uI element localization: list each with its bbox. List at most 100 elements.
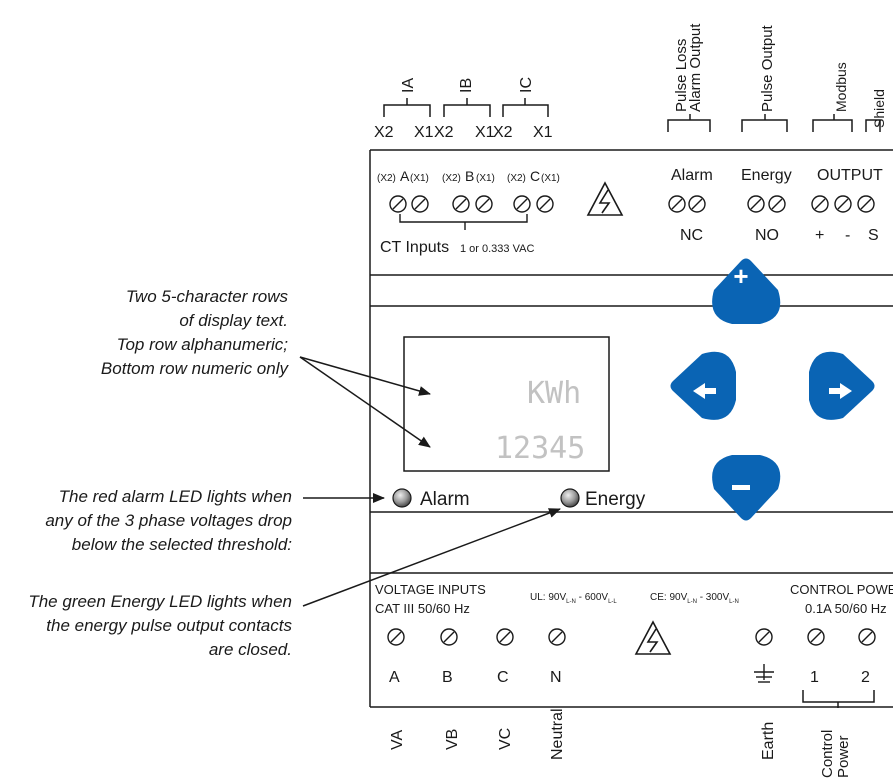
screw-terminal: [475, 195, 493, 213]
alarm-led: [392, 488, 412, 508]
screw-terminal: [857, 195, 875, 213]
ct-range-label: 1 or 0.333 VAC: [460, 243, 534, 255]
voltage-terminal-block: VOLTAGE INPUTS CAT III 50/60 Hz UL: 90VL…: [375, 582, 893, 686]
x-labels: X2 X1 X2 X1 X2 X1: [374, 124, 553, 141]
terminal-screws: [387, 195, 876, 646]
svg-text:(X1): (X1): [476, 173, 495, 184]
svg-text:(X1): (X1): [410, 173, 429, 184]
control-power-rating: 0.1A 50/60 Hz: [805, 601, 887, 616]
label-pulse-loss: Pulse Loss: [673, 39, 690, 112]
svg-text:2: 2: [861, 669, 870, 686]
alarm-led-label: Alarm: [420, 489, 470, 510]
top-terminal-labels: IA IB IC Pulse Loss Alarm Output Pulse O…: [400, 23, 887, 128]
svg-text:VB: VB: [444, 729, 461, 750]
svg-text:+: +: [815, 227, 824, 244]
label-ia: IA: [400, 78, 417, 93]
svg-text:VC: VC: [497, 728, 514, 750]
alarm-led-annotation: The red alarm LED lights when any of the…: [45, 487, 292, 554]
svg-text:NO: NO: [755, 227, 779, 244]
screw-terminal: [807, 628, 825, 646]
label-x1-a: X1: [414, 124, 434, 141]
screw-terminal: [452, 195, 470, 213]
svg-text:B: B: [442, 669, 453, 686]
svg-text:(X2): (X2): [507, 173, 526, 184]
ct-inputs-label: CT Inputs: [380, 239, 449, 256]
cat-label: CAT III 50/60 Hz: [375, 601, 470, 616]
screw-terminal: [411, 195, 429, 213]
screw-terminal: [389, 195, 407, 213]
svg-text:(X2): (X2): [442, 173, 461, 184]
right-arrow-icon: [829, 383, 852, 399]
screw-terminal: [440, 628, 458, 646]
annotation-arrows: [299, 356, 561, 607]
label-ic: IC: [518, 77, 535, 93]
svg-text:B: B: [465, 168, 474, 184]
down-minus-button[interactable]: [712, 455, 781, 521]
screw-terminal: [811, 195, 829, 213]
svg-text:C: C: [497, 669, 509, 686]
control-power-label: CONTROL POWER: [790, 582, 893, 597]
label-x2-c: X2: [493, 124, 513, 141]
plus-icon: +: [733, 261, 748, 291]
left-arrow-icon: [693, 383, 716, 399]
svg-text:1: 1: [810, 669, 819, 686]
svg-text:Neutral: Neutral: [549, 708, 566, 760]
svg-text:A: A: [389, 669, 400, 686]
screw-terminal: [513, 195, 531, 213]
device-outline: [369, 149, 893, 708]
svg-text:S: S: [868, 227, 879, 244]
lcd-top-row: KWh: [527, 376, 581, 411]
svg-text:(X1): (X1): [541, 173, 560, 184]
label-x2-a: X2: [374, 124, 394, 141]
screw-terminal: [747, 195, 765, 213]
screw-terminal: [536, 195, 554, 213]
label-x1-b: X1: [475, 124, 495, 141]
svg-text:Control: Control: [819, 730, 836, 778]
minus-icon: [732, 485, 750, 490]
relay-output-block: Alarm NC Energy NO OUTPUT + - S: [671, 167, 883, 244]
label-modbus: Modbus: [833, 62, 849, 112]
screw-terminal: [858, 628, 876, 646]
svg-text:NC: NC: [680, 227, 703, 244]
screw-terminal: [834, 195, 852, 213]
label-x2-b: X2: [434, 124, 454, 141]
bottom-terminal-labels: VA VB VC Neutral Earth Control Power: [389, 708, 852, 778]
svg-text:(X2): (X2): [377, 173, 396, 184]
display-annotation: Two 5-character rows of display text. To…: [100, 287, 288, 378]
label-ib: IB: [458, 78, 475, 93]
ct-terminal-block: (X2) A (X1) (X2) B (X1) (X2) C (X1) CT I…: [377, 168, 560, 256]
energy-led-label: Energy: [585, 489, 646, 510]
label-x1-c: X1: [533, 124, 553, 141]
top-brackets: [383, 98, 881, 132]
svg-text:-: -: [845, 227, 850, 244]
up-plus-button[interactable]: +: [712, 258, 781, 325]
label-shield: Shield: [871, 89, 887, 128]
screw-terminal: [755, 628, 773, 646]
screw-terminal: [688, 195, 706, 213]
earth-icon: [754, 664, 774, 683]
energy-led-annotation: The green Energy LED lights when the ene…: [28, 592, 292, 659]
ul-rating: UL: 90VL-N - 600VL-L: [530, 592, 617, 605]
lcd-bottom-row: 12345: [495, 431, 585, 466]
right-arrow-button[interactable]: [809, 351, 875, 420]
left-arrow-button[interactable]: [670, 351, 737, 420]
label-pulse-output: Pulse Output: [759, 24, 776, 112]
screw-terminal: [668, 195, 686, 213]
svg-text:Earth: Earth: [760, 722, 777, 760]
keypad: +: [670, 258, 875, 521]
lcd-display: [403, 336, 610, 472]
screw-terminal: [548, 628, 566, 646]
control-power-bracket: [802, 690, 875, 708]
hazard-icon-bottom: [634, 620, 672, 655]
svg-text:N: N: [550, 669, 562, 686]
energy-led: [560, 488, 580, 508]
energy-terminal-label: Energy: [741, 167, 792, 184]
hazard-icon: [586, 181, 624, 216]
svg-text:C: C: [530, 168, 540, 184]
voltage-inputs-label: VOLTAGE INPUTS: [375, 582, 486, 597]
screw-terminal: [768, 195, 786, 213]
screw-terminal: [387, 628, 405, 646]
screw-terminal: [496, 628, 514, 646]
